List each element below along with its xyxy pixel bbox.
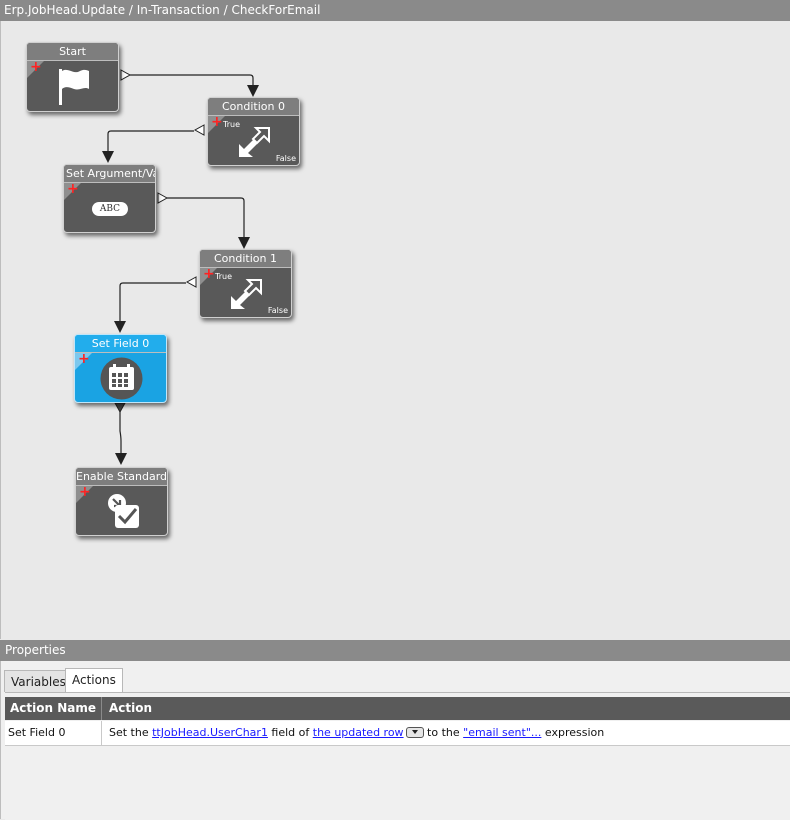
table-header: Action Name Action xyxy=(5,697,790,720)
add-icon[interactable]: + xyxy=(211,114,223,130)
column-header-action[interactable]: Action xyxy=(109,701,153,715)
workflow-connectors xyxy=(102,69,259,465)
add-icon[interactable]: + xyxy=(30,59,42,75)
column-header-action-name[interactable]: Action Name xyxy=(5,697,102,720)
node-set-argument-label: Set Argument/Vari xyxy=(64,165,155,183)
node-set-argument[interactable]: Set Argument/Vari + ABC xyxy=(63,164,156,233)
expression-link[interactable]: "email sent"... xyxy=(463,726,542,739)
tab-actions[interactable]: Actions xyxy=(65,668,123,692)
table-row[interactable]: Set Field 0 Set the ttJobHead.UserChar1 … xyxy=(5,721,790,746)
true-branch-label: True xyxy=(223,120,240,129)
node-condition-1[interactable]: Condition 1 + True False xyxy=(199,249,292,318)
connector-condition0-setarg xyxy=(102,130,194,163)
flag-icon xyxy=(59,69,89,105)
connector-start-condition0 xyxy=(130,74,259,97)
true-branch-label: True xyxy=(215,272,232,281)
action-cell: Set the ttJobHead.UserChar1 field of the… xyxy=(109,726,605,739)
add-icon[interactable]: + xyxy=(67,181,79,197)
false-branch-label: False xyxy=(267,306,288,315)
add-icon[interactable]: + xyxy=(79,484,91,500)
actions-table: Action Name Action Set Field 0 Set the t… xyxy=(5,692,790,820)
window-title: Erp.JobHead.Update / In-Transaction / Ch… xyxy=(0,0,790,21)
node-condition-0-label: Condition 0 xyxy=(208,98,299,116)
row-link[interactable]: the updated row xyxy=(312,726,404,739)
action-name-cell: Set Field 0 xyxy=(5,721,102,745)
calendar-grid-icon xyxy=(100,357,143,400)
false-branch-label: False xyxy=(275,154,296,163)
node-condition-1-label: Condition 1 xyxy=(200,250,291,268)
node-start-label: Start xyxy=(27,43,118,61)
arrows-diagonal-icon xyxy=(239,127,270,157)
add-icon[interactable]: + xyxy=(78,351,90,367)
add-icon[interactable]: + xyxy=(203,266,215,282)
abc-icon: ABC xyxy=(92,202,128,216)
node-start[interactable]: Start + xyxy=(26,42,119,112)
node-enable-standard[interactable]: Enable Standard D + xyxy=(75,467,168,536)
dropdown-arrow-icon[interactable] xyxy=(405,726,424,738)
connector-setfield0-enablestd xyxy=(115,411,127,465)
tab-variables[interactable]: Variables xyxy=(4,670,73,692)
field-link[interactable]: ttJobHead.UserChar1 xyxy=(152,726,268,739)
checkmark-arrow-icon xyxy=(108,494,139,528)
node-set-field-0[interactable]: Set Field 0 + xyxy=(74,334,167,403)
properties-header: Properties xyxy=(0,640,790,661)
connector-condition1-setfield0 xyxy=(114,282,186,333)
node-enable-standard-label: Enable Standard D xyxy=(76,468,167,486)
arrows-diagonal-icon xyxy=(231,279,262,309)
node-condition-0[interactable]: Condition 0 + True False xyxy=(207,97,300,166)
connector-setarg-condition1 xyxy=(167,197,250,249)
workflow-canvas[interactable]: Start + Condition 0 + True False Set Arg… xyxy=(0,21,790,639)
properties-panel: Variables Actions Action Name Action Set… xyxy=(0,661,790,820)
node-set-field-0-label: Set Field 0 xyxy=(75,335,166,353)
